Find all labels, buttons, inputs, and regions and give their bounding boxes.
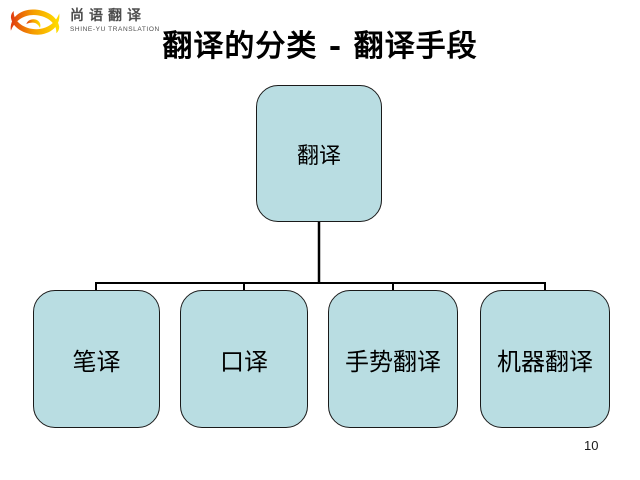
node-child-written: 笔译	[33, 290, 160, 428]
node-child-machine: 机器翻译	[480, 290, 610, 428]
node-child-oral: 口译	[180, 290, 308, 428]
swirl-icon	[10, 9, 60, 35]
slide-title: 翻译的分类 - 翻译手段	[162, 29, 478, 64]
node-child-label: 口译	[220, 347, 268, 376]
logo-company-subtitle: SHINE-YU TRANSLATION	[70, 26, 160, 33]
node-child-label: 机器翻译	[497, 347, 593, 376]
node-root-label: 翻译	[296, 143, 341, 169]
logo-text-block: 尚语翻译 SHINE-YU TRANSLATION	[70, 8, 160, 33]
logo-company-name: 尚语翻译	[70, 8, 146, 24]
page-number: 10	[584, 438, 599, 453]
node-child-sign: 手势翻译	[328, 290, 458, 428]
node-child-label: 手势翻译	[345, 347, 441, 376]
node-root: 翻译	[256, 85, 382, 222]
company-logo: 尚语翻译 SHINE-YU TRANSLATION	[8, 3, 160, 47]
node-child-label: 笔译	[72, 347, 121, 376]
